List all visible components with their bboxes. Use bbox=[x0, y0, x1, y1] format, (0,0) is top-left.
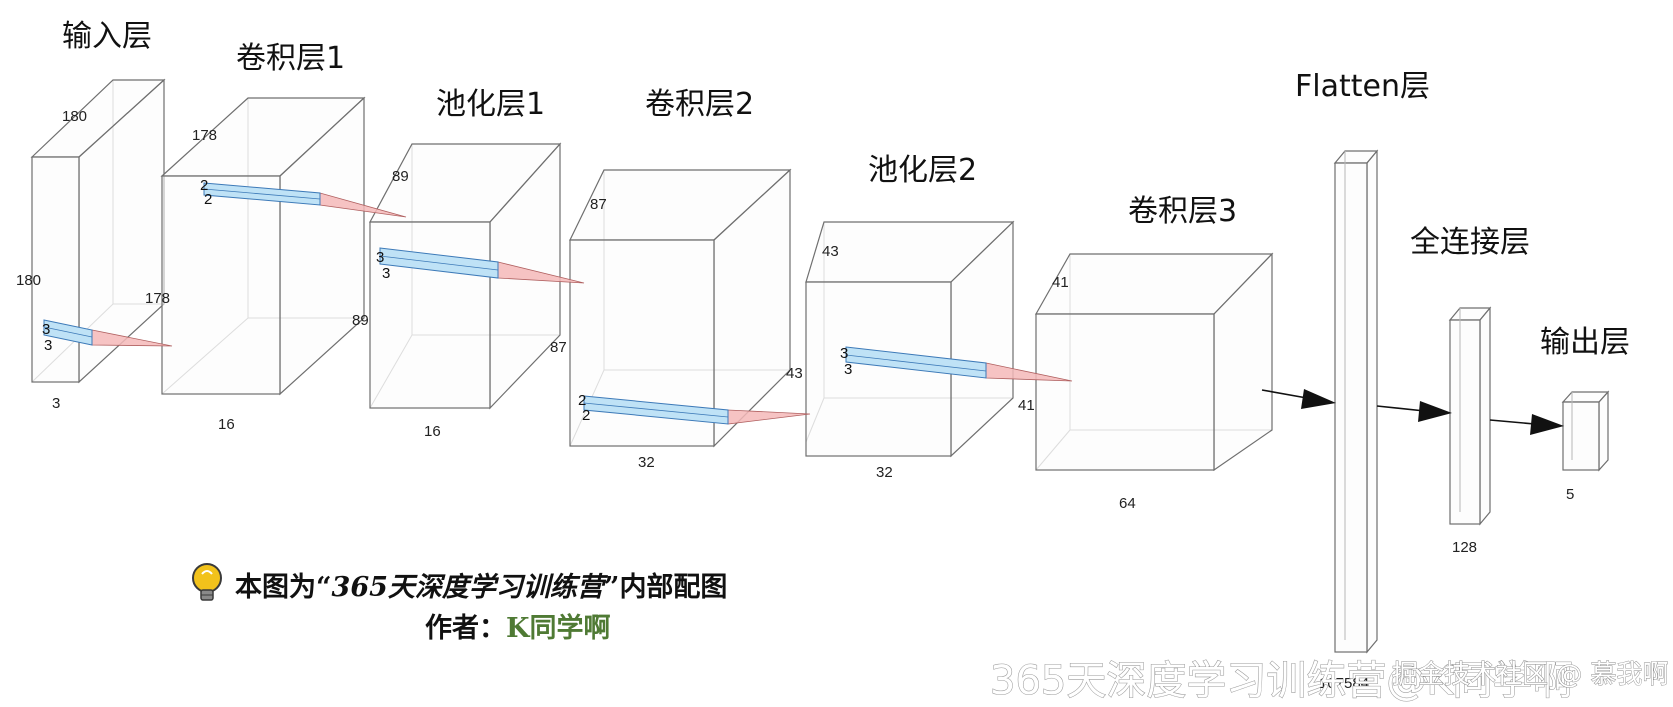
conv3-depth-label: 41 bbox=[1052, 274, 1069, 291]
box-output bbox=[1561, 390, 1610, 472]
box-input bbox=[30, 78, 166, 384]
pool1-channels-label: 16 bbox=[424, 423, 441, 440]
conv1-channels-label: 16 bbox=[218, 416, 235, 433]
kernel-k1 bbox=[43, 319, 173, 347]
lightbulb-icon bbox=[192, 563, 222, 601]
kernel-k1-label-b: 3 bbox=[44, 337, 52, 354]
title-input: 输入层 bbox=[62, 19, 152, 54]
watermark-secondary: 掘金技术社区 @ 慕我啊 bbox=[1392, 660, 1669, 690]
note-quote-close: ” bbox=[604, 572, 620, 603]
box-conv2 bbox=[569, 168, 792, 448]
title-pool2: 池化层2 bbox=[868, 153, 977, 188]
note-quote: 365天深度学习训练营 bbox=[332, 572, 609, 603]
dense-units-label: 128 bbox=[1452, 539, 1477, 556]
conv3-channels-label: 64 bbox=[1119, 495, 1136, 512]
kernel-k3-label-a: 3 bbox=[376, 249, 384, 266]
kernel-k5 bbox=[845, 346, 1073, 382]
conv2-depth-label: 87 bbox=[590, 196, 607, 213]
title-flatten: Flatten层 bbox=[1295, 69, 1430, 104]
conv2-height-label: 87 bbox=[550, 339, 567, 356]
kernel-k2-label-b: 2 bbox=[204, 191, 212, 208]
kernel-k1-label-a: 3 bbox=[42, 321, 50, 338]
author-label: 作者： bbox=[425, 613, 506, 644]
kernel-k4-label-b: 2 bbox=[582, 407, 590, 424]
input-channels-label: 3 bbox=[52, 395, 60, 412]
title-conv1: 卷积层1 bbox=[236, 41, 345, 76]
conv2-channels-label: 32 bbox=[638, 454, 655, 471]
title-output: 输出层 bbox=[1540, 325, 1630, 360]
kernel-k2-label-a: 2 bbox=[200, 177, 208, 194]
title-pool1: 池化层1 bbox=[436, 87, 545, 122]
watermark-main: 365天深度学习训练营@K同学啊 bbox=[990, 658, 1573, 704]
pool1-height-label: 89 bbox=[352, 312, 369, 329]
kernel-k3 bbox=[379, 247, 585, 284]
title-dense: 全连接层 bbox=[1410, 225, 1530, 260]
arrow-conv3-to-flatten bbox=[1261, 389, 1336, 409]
conv1-height-label: 178 bbox=[145, 290, 170, 307]
box-conv1 bbox=[160, 96, 366, 396]
title-conv3: 卷积层3 bbox=[1128, 194, 1237, 229]
flatten-units-label: 107584 bbox=[1319, 675, 1369, 692]
pool1-depth-label: 89 bbox=[392, 168, 409, 185]
title-conv2: 卷积层2 bbox=[645, 87, 754, 122]
kernel-k3-label-b: 3 bbox=[382, 265, 390, 282]
box-flatten bbox=[1333, 149, 1379, 654]
author-line: 作者：K同学啊 bbox=[425, 612, 610, 644]
box-conv3 bbox=[1034, 252, 1274, 472]
note-prefix: 本图为 bbox=[235, 572, 316, 603]
pool2-depth-label: 43 bbox=[822, 243, 839, 260]
conv1-depth-label: 178 bbox=[192, 127, 217, 144]
note-quote-open: “ bbox=[316, 572, 332, 603]
output-units-label: 5 bbox=[1566, 486, 1574, 503]
note-suffix: 内部配图 bbox=[619, 571, 727, 603]
arrow-dense-to-output bbox=[1489, 414, 1564, 435]
kernel-k5-label-b: 3 bbox=[844, 361, 852, 378]
pool2-height-label: 43 bbox=[786, 365, 803, 382]
kernel-k4-label-a: 2 bbox=[578, 392, 586, 409]
input-height-label: 180 bbox=[16, 272, 41, 289]
arrow-flatten-to-dense bbox=[1376, 401, 1452, 422]
box-dense bbox=[1448, 306, 1492, 526]
kernel-k2 bbox=[203, 182, 407, 218]
author-name: K同学啊 bbox=[506, 612, 610, 644]
kernel-k4 bbox=[583, 395, 811, 425]
pool2-channels-label: 32 bbox=[876, 464, 893, 481]
conv3-height-label: 41 bbox=[1018, 397, 1035, 414]
note-line: 本图为“365天深度学习训练营”内部配图 bbox=[235, 571, 727, 603]
input-depth-label: 180 bbox=[62, 108, 87, 125]
kernel-k5-label-a: 3 bbox=[840, 345, 848, 362]
